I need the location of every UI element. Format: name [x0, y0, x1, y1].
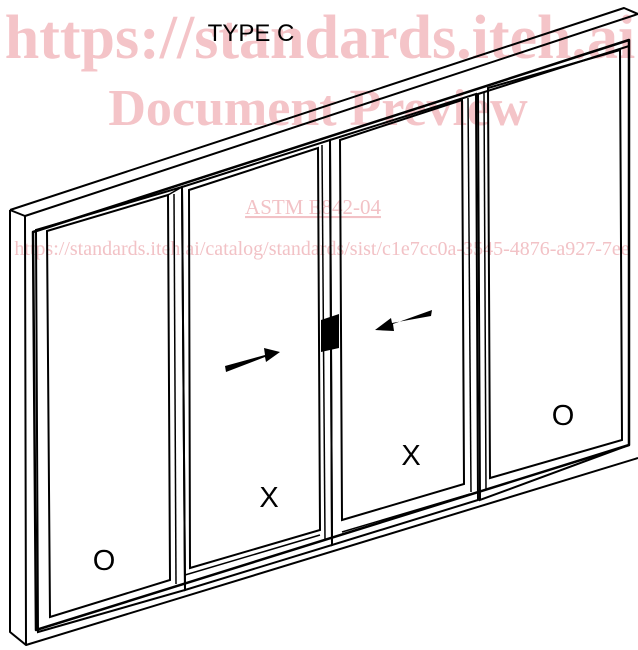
- arrow-right-icon: [225, 348, 280, 372]
- fixed-right-label: O: [552, 400, 575, 432]
- fixed-left-label: O: [93, 545, 116, 577]
- watermark: https://standards.iteh.ai Document Previ…: [5, 4, 635, 260]
- sliding-panel-right: [328, 92, 480, 547]
- sliding-right-label: X: [401, 440, 420, 472]
- sliding-left-label: X: [259, 482, 278, 514]
- watermark-designation: ASTM E842-04: [245, 195, 381, 219]
- diagram-title: TYPE C: [208, 20, 295, 47]
- slide-direction-arrows: [225, 310, 432, 372]
- fixed-panel-right: [476, 44, 630, 502]
- watermark-line-1: https://standards.iteh.ai: [5, 4, 635, 72]
- latch-icon: [321, 314, 339, 352]
- arrow-left-icon: [375, 310, 432, 331]
